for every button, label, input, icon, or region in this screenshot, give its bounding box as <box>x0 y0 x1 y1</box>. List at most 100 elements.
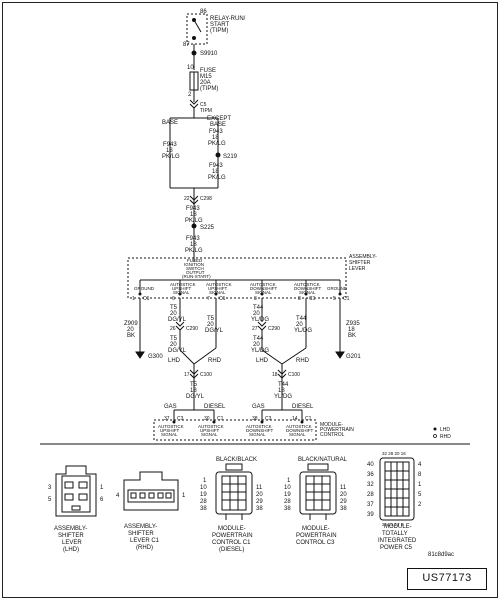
conn3-pin-10: 10 <box>200 485 207 491</box>
conn1-pin-6: 6 <box>100 497 104 503</box>
conn3-pin-1: 1 <box>203 478 207 484</box>
c100a-label: C100 <box>200 372 212 378</box>
wire-left-3: PK/LG <box>162 154 180 160</box>
conn3-pin-38r: 38 <box>256 506 263 512</box>
conn3-caption-1: MODULE- <box>218 526 246 532</box>
connector-pcm-c3 <box>299 463 337 520</box>
connector-tipm-c5 <box>379 457 415 521</box>
conn5-pin-2: 2 <box>418 502 422 508</box>
connector-pcm-c1-diesel <box>215 463 253 520</box>
conn5-pin-37: 37 <box>367 502 374 508</box>
pcm-pin-14-n1: AUTOSTICK <box>286 424 312 429</box>
c100b-label: C100 <box>288 372 300 378</box>
lever-pin-3-name-1: AUTOSTICK <box>250 282 276 287</box>
conn2-caption-3: LEVER C1 <box>130 538 160 544</box>
lever-pin-8-name-1: AUTOSTICK <box>294 282 320 287</box>
conn5-caption-3: INTEGRATED <box>378 538 417 544</box>
conn4-header: BLACK/NATURAL <box>298 457 348 463</box>
lever-pin-7-name-2: UPSHIFT <box>208 286 228 291</box>
lever-box-label-3: LEVER <box>349 266 366 272</box>
c290b-label: C290 <box>268 326 280 332</box>
t5d-1: T5 <box>190 382 198 388</box>
ground-g300-label: G300 <box>148 354 163 360</box>
wire-right-lower-1: F943 <box>209 163 223 169</box>
conn2-pin-1: 1 <box>182 493 186 499</box>
wire-left-2: 18 <box>166 148 173 154</box>
t44c-3: YL/DG <box>294 328 312 334</box>
conn2-pin-4: 4 <box>116 493 120 499</box>
pcm-pin-37-n3: SIGNAL <box>161 432 178 437</box>
z935-1: Z935 <box>346 321 360 327</box>
conn4-caption-2: POWERTRAIN <box>296 533 337 539</box>
conn3-caption-3: CONTROL C1 <box>212 540 251 546</box>
t44a-3: YL/DG <box>251 317 269 323</box>
split-except-2: BASE <box>210 122 226 128</box>
diesel-a: DIESEL <box>204 404 226 410</box>
relay-pin-top: 86 <box>200 9 207 15</box>
splice-s225 <box>191 223 197 229</box>
conn4-pin-1: 1 <box>287 478 291 484</box>
z909-2: 20 <box>127 327 134 333</box>
t5c-2: 20 <box>207 322 214 328</box>
gas-a: GAS <box>164 404 177 410</box>
splice-s219 <box>215 152 221 158</box>
conn4-pin-19: 19 <box>284 492 291 498</box>
conn1-caption-2: SHIFTER <box>58 533 84 539</box>
lever-pin-3-name-3: SIGNAL <box>255 290 272 295</box>
c298-pin: 22 <box>184 196 190 202</box>
conn4-pin-29: 29 <box>340 499 347 505</box>
wire-right-upper-1: F943 <box>209 129 223 135</box>
lever-pin-7-name-3: SIGNAL <box>209 290 226 295</box>
t44b-3: YL/DG <box>251 348 269 354</box>
conn5-pin-28: 28 <box>367 492 374 498</box>
conn3-pin-28: 28 <box>200 499 207 505</box>
pcm-box <box>153 419 317 441</box>
split-except-1: EXCEPT <box>207 116 231 122</box>
pcm-pin-38-n3: SIGNAL <box>249 432 266 437</box>
conn1-caption-4: (LHD) <box>63 547 79 553</box>
t5d-2: 18 <box>190 388 197 394</box>
conn3-caption-4: (DIESEL) <box>219 547 244 553</box>
rhd-label-b: RHD <box>296 358 310 364</box>
pcm-pin-38-conn: C3 <box>265 416 272 422</box>
pcm-pin-30-n1: AUTOSTICK <box>198 424 224 429</box>
lever-pin-5-name: GROUND <box>327 286 348 291</box>
conn3-pin-11: 11 <box>256 485 263 491</box>
connector-shifter-lever-rhd <box>123 471 179 511</box>
conn1-caption-1: ASSEMBLY- <box>54 526 87 532</box>
lever-pin-3-name-2: DOWNSHIFT <box>250 286 277 291</box>
wire-right-lower-2: 18 <box>212 169 219 175</box>
conn1-pin-3: 3 <box>48 485 52 491</box>
conn5-pin-8: 8 <box>418 472 422 478</box>
lever-box-label-2: SHIFTER <box>349 260 371 266</box>
lever-pin-1: 1 <box>132 296 135 302</box>
pcm-pin-37: 37 <box>164 416 170 422</box>
conn1-pin-1: 1 <box>100 485 104 491</box>
lever-conn-c1-b: C1 <box>219 296 226 302</box>
conn4-caption-1: MODULE- <box>302 526 330 532</box>
fuse-label-2: M15 <box>200 74 212 80</box>
pcm-pin-30-conn: C1 <box>217 416 224 422</box>
pcm-pin-30-n3: SIGNAL <box>201 432 218 437</box>
fused-3: SWITCH <box>186 266 204 271</box>
fused-2: IGNITION <box>184 262 204 267</box>
wire-lever-3: PK/LG <box>185 248 203 254</box>
lever-conn-c1-a: C1 <box>143 296 150 302</box>
t5d-3: DG/YL <box>186 394 205 400</box>
lever-conn-c1-d: C1 <box>343 296 350 302</box>
pcm-pin-30: 30 <box>204 416 210 422</box>
splice-s219-label: S219 <box>223 154 238 160</box>
relay-pin-bottom: 87 <box>183 42 190 48</box>
t44d-1: T44 <box>278 382 289 388</box>
fuse-pin-bottom: 2 <box>188 92 192 98</box>
gas-b: GAS <box>252 404 265 410</box>
conn5-pin-4: 4 <box>418 462 422 468</box>
z935-2: 18 <box>348 327 355 333</box>
pcm-pin-14-n3: SIGNAL <box>289 432 306 437</box>
ground-g201-label: G201 <box>346 354 361 360</box>
conn3-pin-20: 20 <box>256 492 263 498</box>
relay-label-1: RELAY-RUN/ <box>210 16 246 22</box>
tipm-conn-pin: C5 <box>200 102 207 108</box>
c290a-label: C290 <box>186 326 198 332</box>
